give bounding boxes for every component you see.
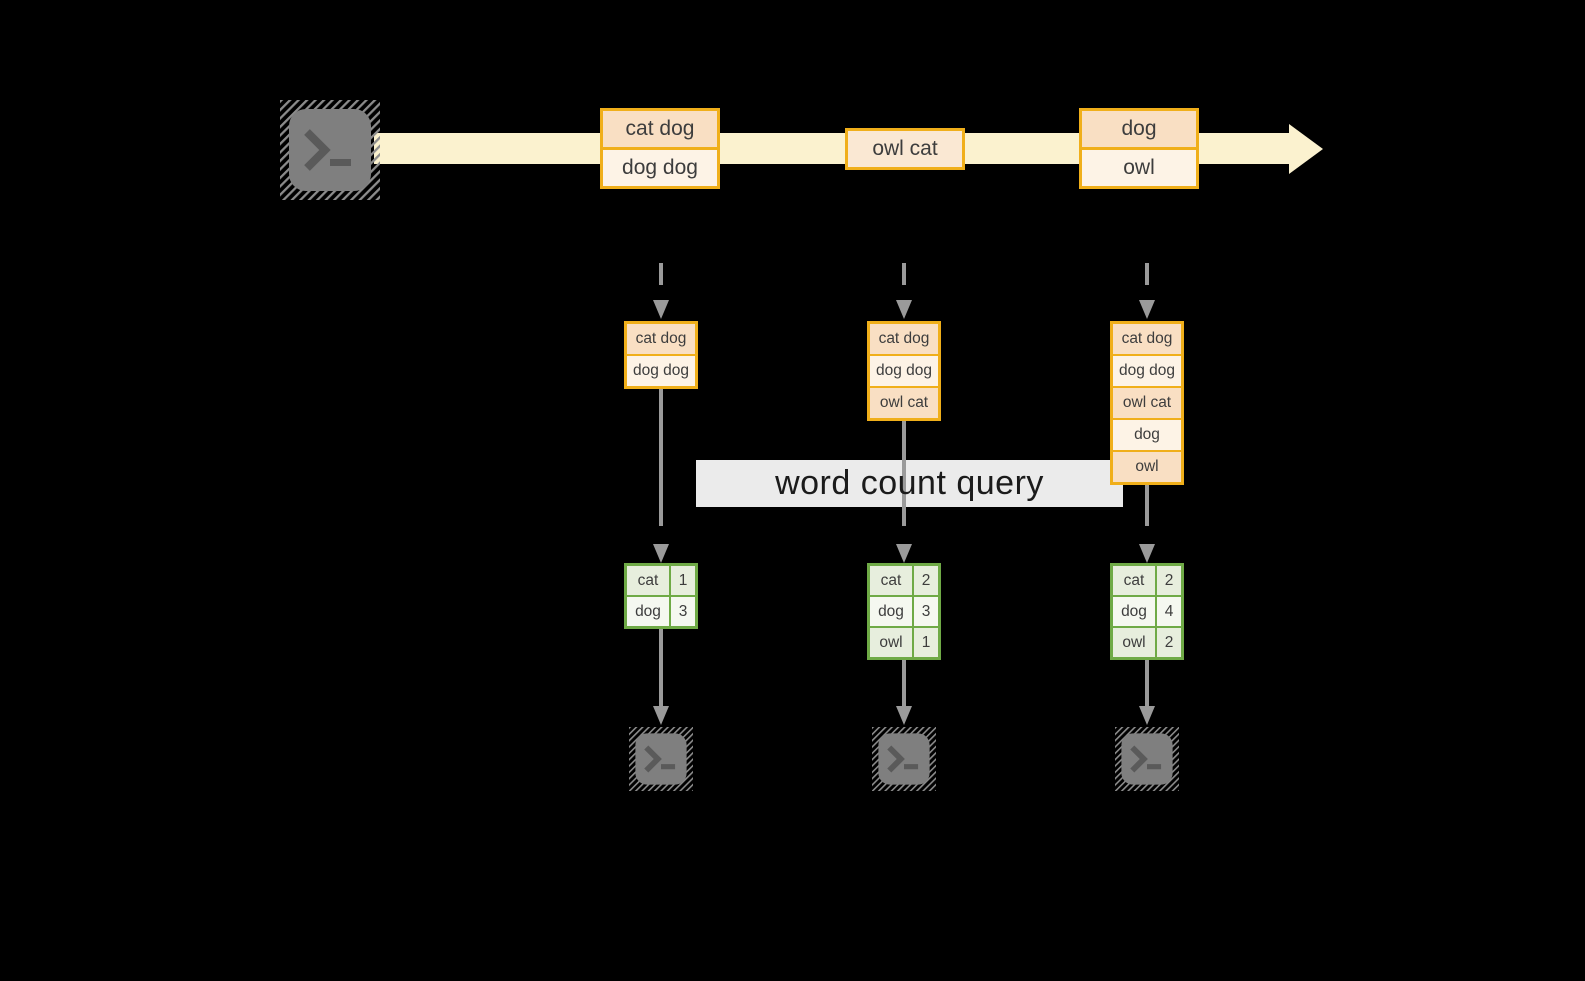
query-flow-line [1145,485,1149,526]
arrow-down-icon [653,300,669,319]
buffer-row: cat dog [1113,324,1181,354]
count-cell: 2 [921,571,931,589]
source-terminal-icon [280,100,380,200]
ingest-dashed-line [902,263,906,291]
word-cell: dog [627,597,671,626]
count-cell: 2 [1164,633,1174,651]
arrow-down-icon [896,706,912,725]
word-count-table-2: cat 2 dog 3 owl 1 [867,563,941,660]
arrow-down-icon [1139,544,1155,563]
buffer-row: dog dog [870,354,938,386]
word-cell: dog [870,597,914,626]
word-cell: dog [1113,597,1157,626]
count-cell: 4 [1164,602,1174,620]
buffer-box-2: cat dog dog dog owl cat [867,321,941,421]
word-cell: owl [870,628,914,657]
terminal-icon [629,727,693,791]
table-row: cat 2 [1113,566,1181,595]
sink-terminal-icon [1115,727,1179,791]
stream-event-box-3: dog owl [1079,108,1199,189]
count-cell: 1 [678,571,688,589]
count-cell: 3 [678,602,688,620]
count-cell: 3 [921,602,931,620]
word-count-table-3: cat 2 dog 4 owl 2 [1110,563,1184,660]
buffer-row: dog dog [627,354,695,386]
terminal-icon [872,727,936,791]
terminal-icon [280,100,380,200]
stream-event-box-1: cat dog dog dog [600,108,720,189]
arrow-down-icon [1139,300,1155,319]
table-row: owl 2 [1113,626,1181,657]
word-cell: cat [1113,566,1157,595]
event-row: owl [1082,147,1196,186]
buffer-row: dog dog [1113,354,1181,386]
terminal-icon [1115,727,1179,791]
table-row: cat 1 [627,566,695,595]
arrow-right-icon [1289,124,1323,174]
buffer-row: dog [1113,418,1181,450]
buffer-row: owl cat [1113,386,1181,418]
word-cell: cat [870,566,914,595]
table-row: dog 4 [1113,595,1181,626]
table-row: owl 1 [870,626,938,657]
query-flow-line [659,389,663,526]
ingest-dashed-line [659,263,663,291]
buffer-row: cat dog [870,324,938,354]
arrow-down-icon [896,544,912,563]
query-flow-line [902,421,906,526]
event-row: cat dog [603,111,717,147]
event-row: dog dog [603,147,717,186]
word-cell: cat [627,566,671,595]
table-row: dog 3 [870,595,938,626]
count-cell: 1 [921,633,931,651]
query-band [696,460,1123,507]
buffer-row: owl [1113,450,1181,482]
buffer-box-3: cat dog dog dog owl cat dog owl [1110,321,1184,485]
arrow-down-icon [653,544,669,563]
query-label: word count query [775,464,1044,502]
event-row: owl cat [848,131,962,167]
buffer-row: owl cat [870,386,938,418]
table-row: cat 2 [870,566,938,595]
sink-terminal-icon [629,727,693,791]
table-row: dog 3 [627,595,695,626]
word-cell: owl [1113,628,1157,657]
stream-event-box-2: owl cat [845,128,965,170]
buffer-box-1: cat dog dog dog [624,321,698,389]
arrow-down-icon [896,300,912,319]
event-row: dog [1082,111,1196,147]
arrow-down-icon [653,706,669,725]
sink-terminal-icon [872,727,936,791]
buffer-row: cat dog [627,324,695,354]
count-cell: 2 [1164,571,1174,589]
output-flow-line [1145,660,1149,706]
word-count-table-1: cat 1 dog 3 [624,563,698,629]
output-flow-line [902,660,906,706]
output-flow-line [659,629,663,706]
arrow-down-icon [1139,706,1155,725]
ingest-dashed-line [1145,263,1149,291]
